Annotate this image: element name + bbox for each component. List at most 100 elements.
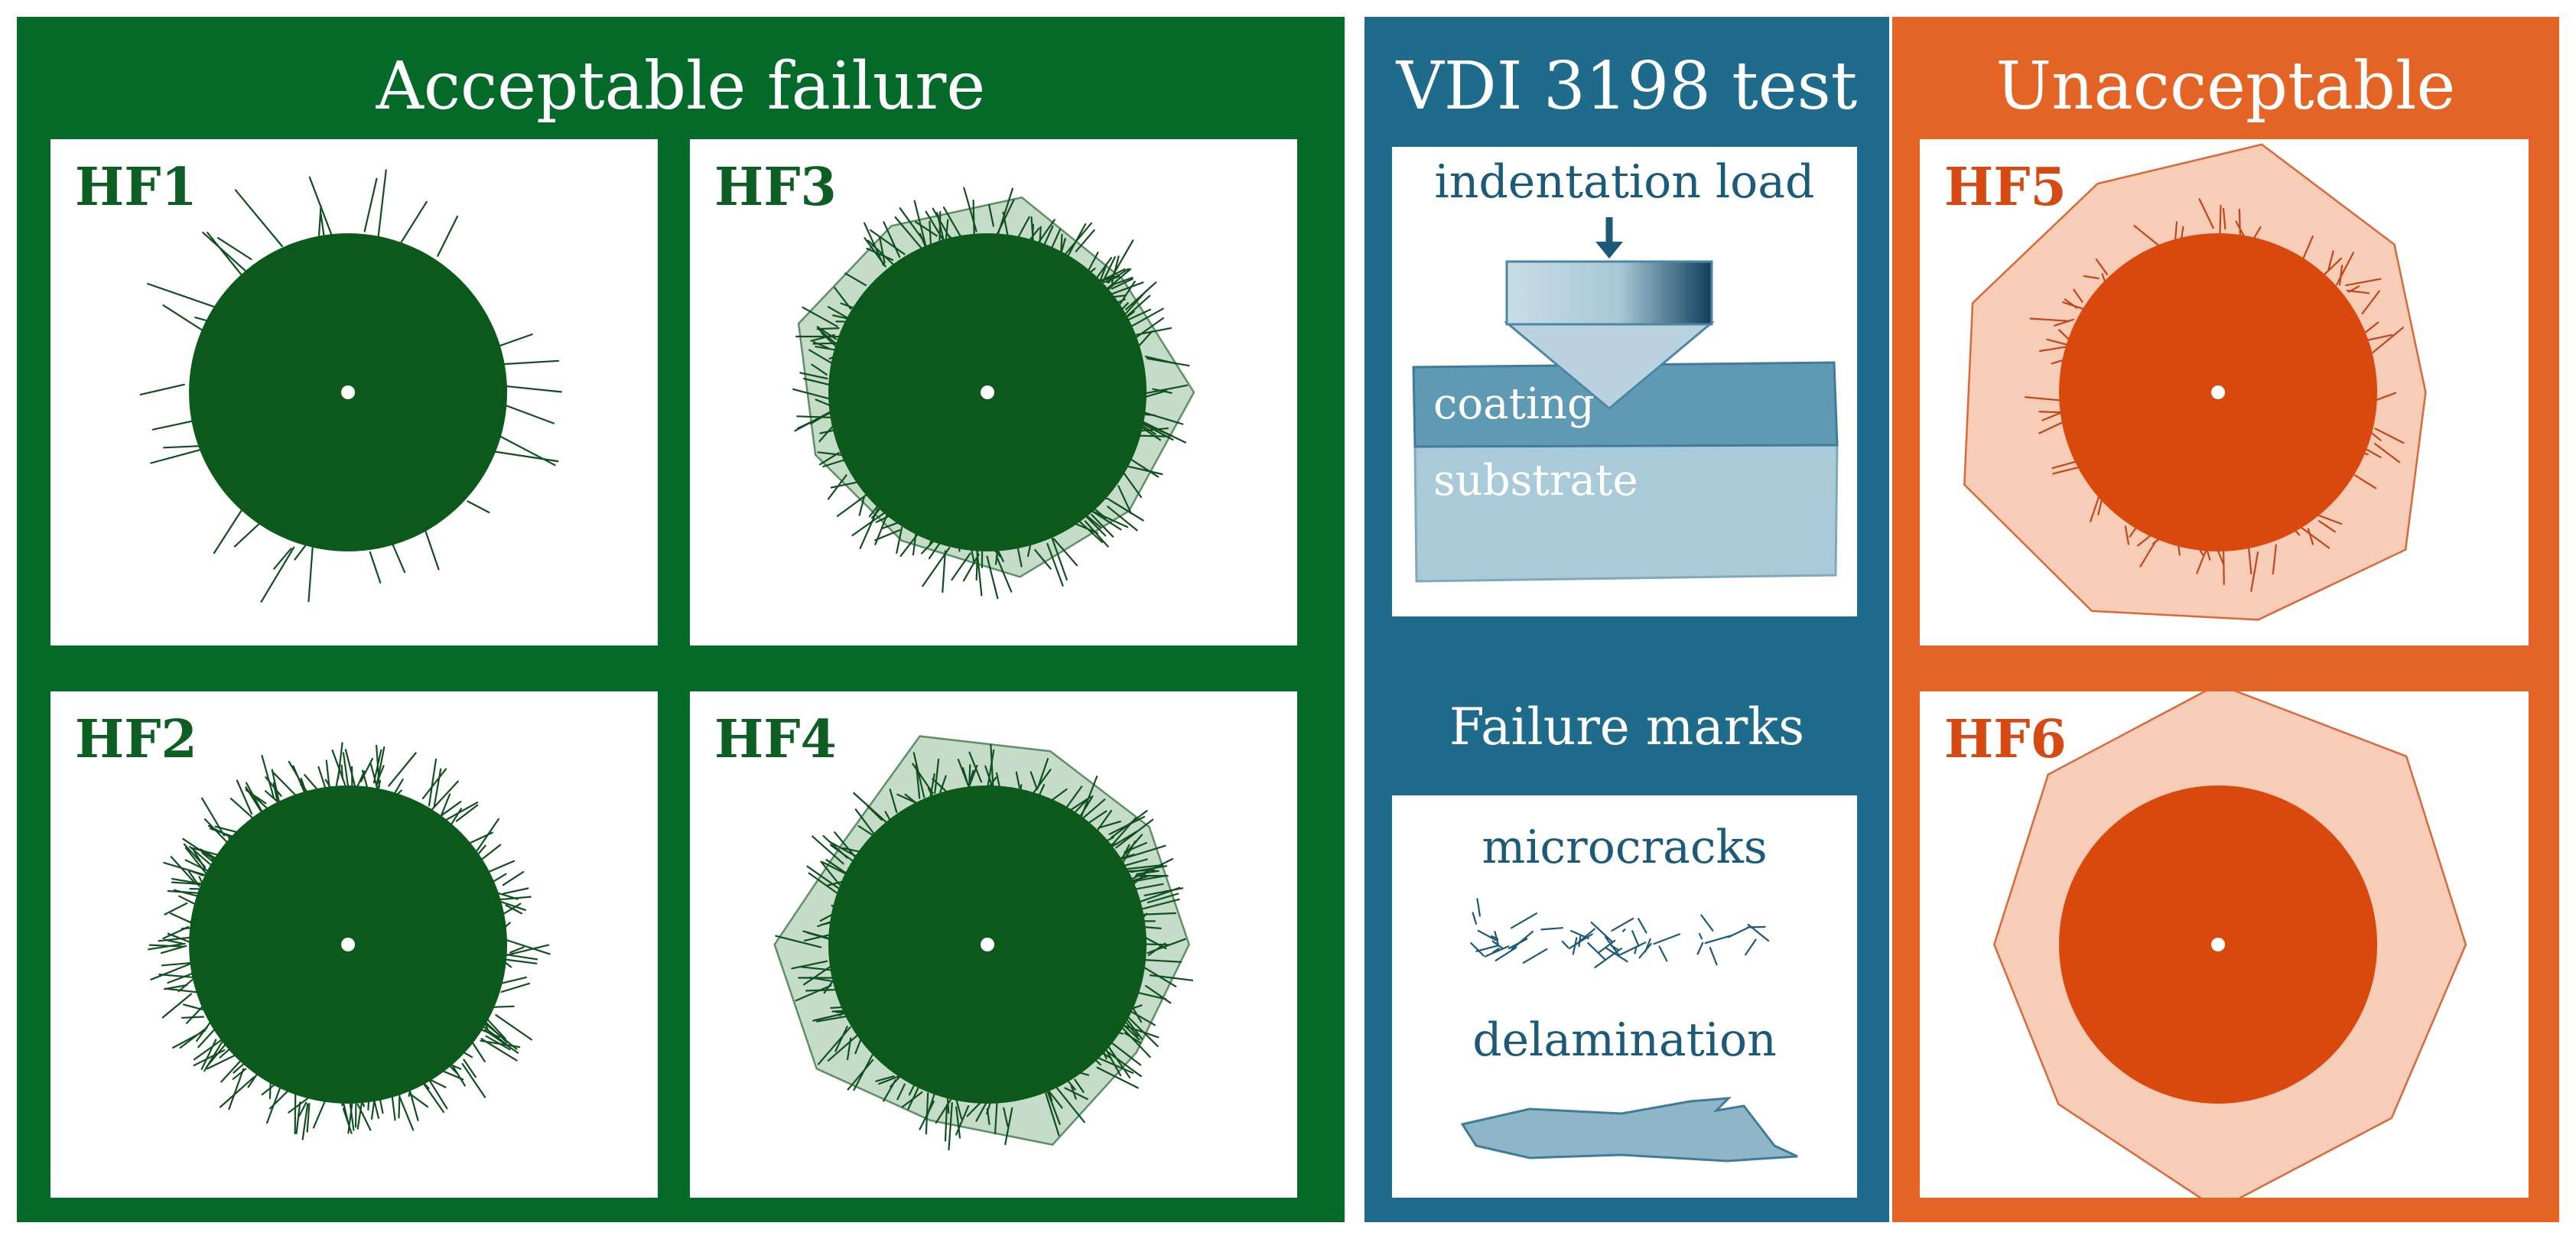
microcrack-sample-line (1696, 941, 1704, 955)
crack-line (1122, 1011, 1159, 1047)
crack-line (2064, 298, 2078, 309)
crack-line (883, 221, 901, 259)
indenter-body (1505, 260, 1713, 326)
crack-line (1072, 522, 1098, 535)
crack-line (455, 804, 479, 822)
crack-line (858, 496, 866, 516)
microcrack-sample-line (1578, 935, 1582, 948)
crack-line (480, 1038, 518, 1062)
acceptable-failure-panel: Acceptable failure HF1 HF3 HF2 HF4 (17, 17, 1345, 1222)
crack-line (827, 474, 847, 500)
crack-line (236, 779, 253, 815)
crack-line (812, 342, 839, 345)
microcrack-sample-line (1475, 945, 1500, 952)
crack-line (509, 946, 525, 954)
crack-line (376, 746, 385, 788)
crack-line (1050, 535, 1068, 581)
crack-line (2024, 396, 2060, 402)
crack-line (158, 974, 197, 979)
crack-line (463, 1059, 477, 1078)
crack-line (428, 758, 437, 807)
hf4-indent-illustration (773, 735, 1194, 1151)
crack-line (474, 818, 500, 854)
crack-line (1042, 225, 1054, 248)
crack-line (1079, 798, 1106, 822)
crack-line (503, 944, 550, 957)
crack-line (505, 904, 523, 915)
hf3-label: HF3 (714, 157, 837, 218)
crack-line (349, 1101, 355, 1131)
crack-line (1074, 1078, 1085, 1094)
crack-line (1090, 509, 1129, 528)
indent-center-dot (2211, 938, 2226, 951)
crack-line (428, 1080, 448, 1110)
crack-line (359, 757, 374, 782)
microcrack-sample-line (1610, 945, 1619, 951)
crack-line (502, 887, 529, 895)
microcrack-sample-line (1747, 923, 1770, 942)
crack-line (2345, 278, 2382, 287)
hf1-label: HF1 (75, 157, 197, 218)
crack-line (867, 805, 883, 821)
crack-line (806, 865, 840, 889)
crack-line (1096, 1066, 1139, 1089)
crack-line (913, 200, 927, 248)
crack-line (1124, 1032, 1142, 1044)
crack-line (1115, 818, 1154, 849)
unacceptable-failure-panel: Unacceptable failure HF5 HF6 (1892, 17, 2559, 1222)
hf6-label: HF6 (1944, 709, 2067, 770)
crack-line (994, 1098, 998, 1135)
crack-line (488, 450, 559, 463)
indentation-diagram (1412, 217, 1839, 583)
crack-line (500, 982, 531, 993)
crack-line (193, 1049, 226, 1067)
hf3-indent-illustration (792, 187, 1195, 600)
crack-line (1137, 330, 1153, 349)
indent-center-dot (981, 938, 995, 951)
microcrack-sample-line (1611, 917, 1634, 932)
vdi-test-panel: VDI 3198 test indentation load coating (1364, 17, 1889, 1222)
crack-line (396, 200, 428, 250)
crack-line (818, 423, 836, 443)
crack-line (2338, 265, 2343, 286)
hf4-card: HF4 (690, 691, 1297, 1198)
crack-line (298, 1101, 307, 1117)
crack-line (505, 938, 551, 955)
crack-line (1142, 384, 1189, 395)
crack-line (306, 1102, 311, 1133)
crack-line (461, 1062, 486, 1098)
microcrack-sample-line (1599, 939, 1616, 953)
crack-line (1144, 984, 1172, 1004)
crack-line (228, 1068, 245, 1111)
crack-line (878, 1074, 903, 1085)
crack-line (847, 1037, 852, 1061)
crack-line (1075, 229, 1095, 252)
crack-line (2307, 528, 2314, 545)
crack-line (499, 359, 560, 366)
crack-line (1127, 294, 1151, 317)
crack-line (1140, 898, 1180, 910)
crack-line (337, 742, 343, 780)
crack-line (214, 825, 238, 833)
crack-line (188, 869, 204, 876)
crack-line (966, 1101, 982, 1117)
crack-line (939, 775, 947, 793)
crack-line (853, 1052, 874, 1091)
crack-line (481, 1020, 518, 1050)
crack-line (372, 749, 382, 784)
crack-line (1064, 1087, 1088, 1101)
crack-line (428, 780, 460, 813)
crack-line (1107, 239, 1134, 284)
microcrack-sample-line (1631, 930, 1640, 947)
microcrack-sample-line (1621, 928, 1626, 932)
crack-line (148, 942, 186, 951)
hf4-label: HF4 (714, 709, 837, 770)
crack-line (261, 754, 275, 799)
crack-line (150, 448, 203, 464)
hf1-card: HF1 (50, 139, 658, 646)
crack-line (308, 176, 335, 242)
crack-line (369, 551, 382, 584)
crack-line (2095, 258, 2109, 275)
crack-line (889, 789, 898, 813)
coating-layer (1412, 361, 1839, 448)
